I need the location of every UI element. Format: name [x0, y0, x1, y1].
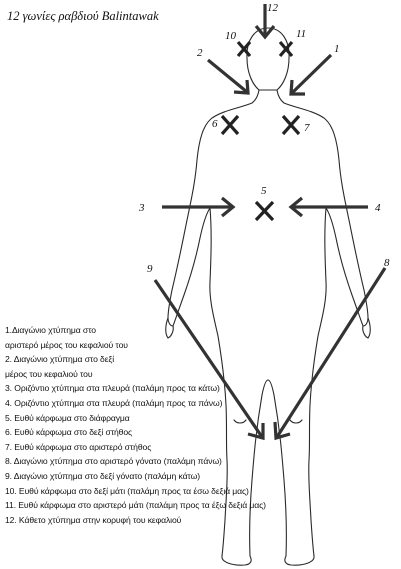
x-mark-7	[281, 114, 301, 136]
arrow-1-head	[289, 79, 305, 96]
arrow-12-head	[254, 24, 276, 40]
target-marks	[220, 40, 301, 222]
x-mark-11	[278, 40, 294, 58]
label-3: 3	[138, 202, 145, 214]
arrow-3-head	[220, 196, 236, 218]
legend-line: 2. Διαγώνιο χτύπημα στο δεξί	[5, 354, 115, 365]
right-hand	[362, 317, 371, 339]
legend-line: 12. Κάθετο χτύπημα στην κορυφή του κεφαλ…	[5, 514, 182, 525]
label-12: 12	[267, 2, 279, 14]
legend-line: 7. Ευθύ κάρφωμα στο αριστερό στήθος	[5, 441, 152, 452]
label-2: 2	[197, 47, 203, 59]
label-9: 9	[147, 263, 153, 275]
legend-line: 4. Οριζόντιο χτύπημα στα πλευρά (παλάμη …	[5, 397, 223, 408]
legend-line: 1.Διαγώνιο χτύπημα στο	[5, 325, 96, 335]
label-1: 1	[334, 43, 340, 55]
legend-line: 6. Ευθύ κάρφωμα στο δεξί στήθος	[5, 427, 133, 438]
label-6: 6	[212, 118, 218, 130]
legend-line: μέρος του κεφαλιού του	[5, 368, 93, 379]
x-mark-5	[254, 200, 275, 222]
label-10: 10	[225, 30, 237, 42]
label-4: 4	[375, 202, 381, 214]
arrow-2-head	[233, 79, 250, 95]
body-right-contour	[276, 89, 369, 557]
legend-line: 10. Ευθύ κάρφωμα στο δεξί μάτι (παλάμη π…	[5, 485, 249, 496]
inner-legs-contour	[249, 379, 287, 557]
arrow-9-head	[247, 423, 265, 441]
label-11: 11	[296, 28, 306, 40]
left-hand	[165, 317, 174, 339]
head-outline	[246, 27, 290, 91]
legend-line: 3. Οριζόντιο χτύπημα στα πλευρά (παλάμη …	[5, 383, 220, 394]
label-8: 8	[384, 257, 390, 269]
arrow-8-head	[273, 421, 291, 441]
knee-hints	[233, 419, 303, 424]
x-mark-6	[220, 114, 240, 136]
label-5: 5	[261, 185, 267, 197]
left-foot	[221, 555, 252, 566]
x-mark-10	[236, 40, 252, 58]
legend-line: 9. Διαγώνιο χτύπημα στο δεξί γόνατο (παλ…	[5, 470, 200, 481]
right-foot	[284, 555, 315, 566]
point-number-labels: 1 2 3 4 5 6 7 8 9 10 11 12	[138, 2, 390, 275]
arrow-2	[206, 58, 249, 94]
body-left-contour	[167, 89, 260, 557]
arrow-1	[290, 53, 333, 95]
legend-line: 11. Ευθύ κάρφωμα στο αριστερό μάτι (παλά…	[5, 500, 266, 511]
arrow-4-head	[288, 196, 304, 218]
diagram-title: 12 γωνίες ραβδιού Balintawak	[7, 9, 159, 23]
human-body-outline	[165, 27, 371, 566]
arrow-9	[153, 279, 264, 438]
legend-line: αριστερό μέρος του κεφαλιού του	[5, 339, 128, 350]
strike-legend: 1.Διαγώνιο χτύπημα στο αριστερό μέρος το…	[5, 323, 266, 527]
legend-line: 5. Ευθύ κάρφωμα στο διάφραγμα	[5, 412, 130, 423]
arrow-8	[275, 267, 387, 438]
strike-arrows	[153, 4, 387, 441]
legend-line: 8. Διαγώνιο χτύπημα στο αριστερό γόνατο …	[5, 456, 222, 467]
label-7: 7	[304, 122, 310, 134]
